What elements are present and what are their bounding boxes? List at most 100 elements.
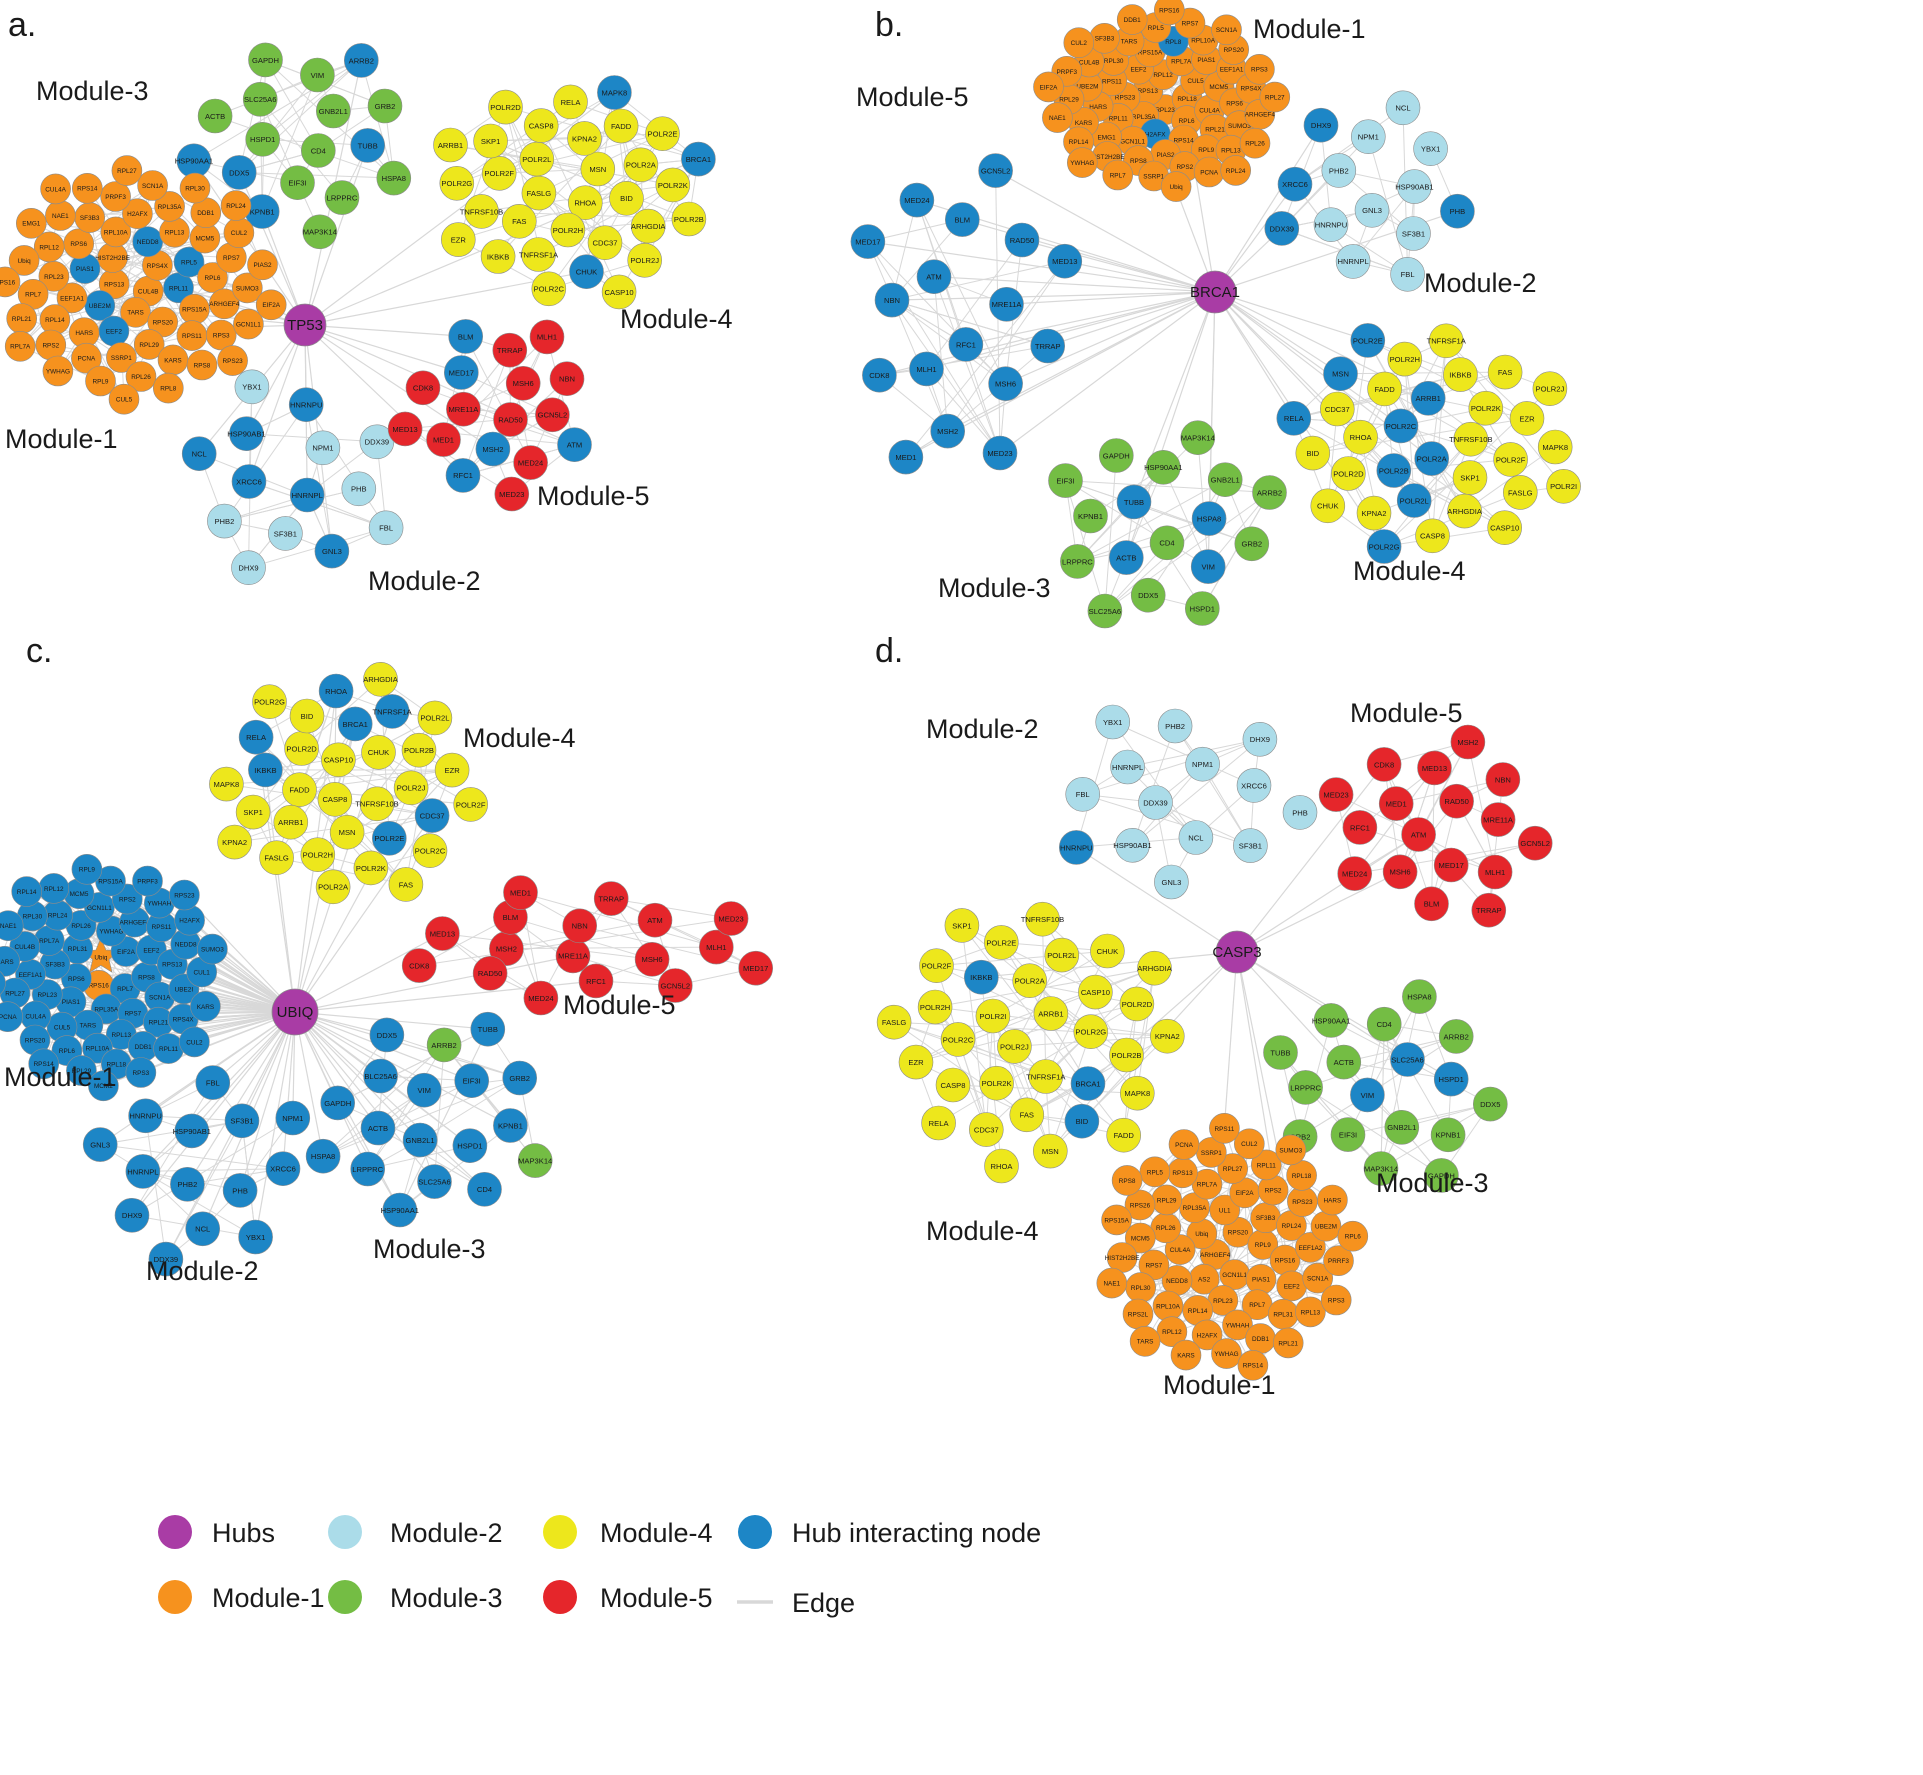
gene-label: MED13 [1422,764,1447,773]
gene-node [1343,419,1378,455]
gene-node [1211,14,1242,46]
edge [506,946,717,950]
gene-label: SCN1A [142,183,164,190]
gene-node [1102,159,1133,191]
hub-edge [1214,291,1368,341]
gene-node [523,108,559,143]
gene-node [1509,401,1545,436]
gene-label: RPS3 [133,1070,150,1077]
gene-node [634,941,670,977]
gene-node [1160,171,1192,202]
gene-node [205,319,237,351]
gene-label: EIF2A [262,302,280,309]
gene-node [1471,892,1507,928]
module-module-1-nodes: ARHGEF4RPS20GCN1L1UbiqRPL9AS2UL1PIAS1CUL… [1096,1113,1369,1381]
gene-node [233,308,264,340]
gene-node [1178,820,1214,855]
gene-label: SUMO3 [201,947,224,954]
gene-label: POLR2C [1386,422,1417,431]
gene-label: RPL7A [1171,58,1192,65]
gene-node [1130,577,1166,613]
gene-label: TNFRSF10B [355,800,398,809]
edge [443,1044,536,1161]
gene-label: RPL14 [17,889,37,896]
gene-label: CHUK [368,748,390,757]
gene-node [492,332,528,368]
gene-node [681,141,716,177]
gene-node [1244,54,1275,85]
gene-label: RPS7 [1146,1262,1163,1269]
gene-label: PHB2 [214,517,234,526]
edge [1197,437,1209,567]
gene-label: NPM1 [1358,133,1379,142]
gene-label: RAD50 [1444,797,1468,806]
gene-label: RHOA [325,687,348,696]
gene-label: RPL11 [159,1046,179,1053]
gene-node [1367,371,1402,407]
gene-node [1110,749,1145,785]
gene-node [1116,484,1152,520]
gene-label: POLR2A [1015,977,1046,986]
gene-label: POLR2C [534,285,565,294]
gene-label: RAD50 [1010,236,1034,245]
module-module-3-nodes: CD4TUBBHSPA8ACTBHSP90AA1VIMKPNB1GNB2L1DD… [1048,420,1287,629]
gene-label: EZR [445,766,461,775]
gene-node [321,742,356,778]
gene-node [426,422,461,457]
gene-node [367,88,403,124]
gene-node [1242,721,1278,757]
legend-label: Module-3 [390,1583,503,1613]
module-label: Module-2 [368,566,481,596]
gene-node [1059,830,1094,865]
gene-label: MSN [339,828,356,837]
edge [894,1021,1168,1037]
gene-node [557,427,592,463]
gene-label: MED24 [518,459,543,468]
gene-node [0,910,24,941]
gene-label: TARS [127,310,144,317]
gene-node [388,867,424,902]
gene-node [1282,795,1318,830]
hub-label: TP53 [287,317,323,334]
gene-label: KARS [1177,1353,1194,1360]
gene-node [1237,1350,1269,1381]
gene-node [1330,1117,1366,1152]
gene-label: DDB1 [1252,1336,1269,1343]
edge [1384,388,1415,501]
gene-label: MSH2 [1457,738,1478,747]
gene-label: POLR2D [286,744,317,753]
module-label: Module-5 [1350,698,1463,728]
gene-node [217,345,248,376]
gene-label: SCN1A [1307,1276,1329,1283]
gene-label: MSH6 [513,379,534,388]
gene-node [1106,1117,1141,1153]
gene-node [1067,147,1098,178]
gene-node [1295,1296,1326,1328]
gene-label: TARS [80,1023,97,1030]
gene-label: RPS13 [1138,88,1159,95]
gene-label: RPL21 [149,1020,169,1027]
module-module-4-nodes: RHOAFASLGMSNPOLR2HPOLR2LBIDFASKPNA2CDC37… [433,75,716,310]
gene-node [1517,825,1553,861]
gene-node [1295,1232,1326,1263]
gene-node [968,1112,1004,1147]
gene-node [315,869,351,905]
gene-label: MSH6 [642,955,663,964]
gene-label: EIF3I [1339,1131,1357,1140]
gene-label: RAD50 [478,969,502,978]
hub-edge [294,1011,425,1091]
gene-node [220,190,252,221]
gene-label: NCL [1395,104,1410,113]
gene-label: RPL35A [1183,1205,1208,1212]
gene-label: RPL9 [1255,1242,1271,1249]
gene-node [1185,746,1220,782]
gene-label: GAPDH [1103,451,1130,460]
gene-label: SCN1A [1216,27,1238,34]
module-label: Module-4 [926,1216,1039,1246]
gene-node [1042,102,1073,133]
gene-node [475,431,511,467]
gene-node [341,471,377,507]
gene-label: RPS11 [152,924,172,931]
gene-label: POLR2J [1536,385,1565,394]
